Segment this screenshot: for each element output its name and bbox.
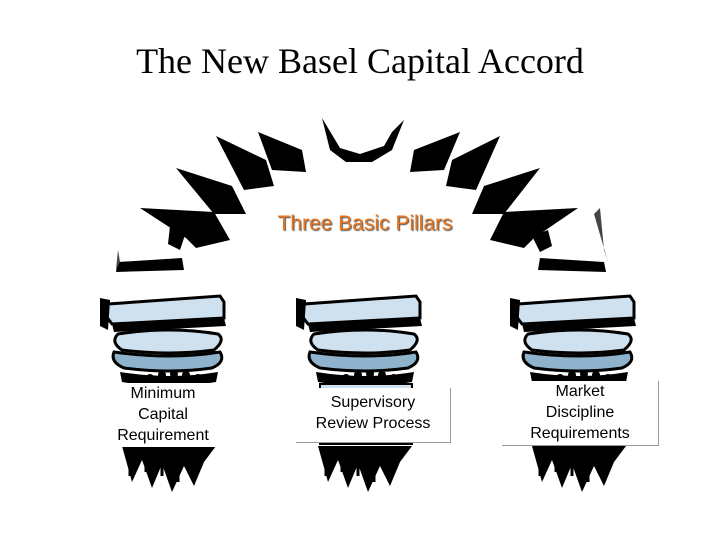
pillar-3-label: Market Discipline Requirements	[502, 381, 659, 446]
pillar-flutes	[146, 370, 612, 382]
arch-label: Three Basic Pillars	[277, 212, 453, 235]
pillar-2-label: Supervisory Review Process	[296, 388, 451, 443]
pillar-1-label: Minimum Capital Requirement	[104, 383, 222, 447]
slide-title: The New Basel Capital Accord	[136, 41, 584, 81]
arch	[116, 118, 608, 272]
